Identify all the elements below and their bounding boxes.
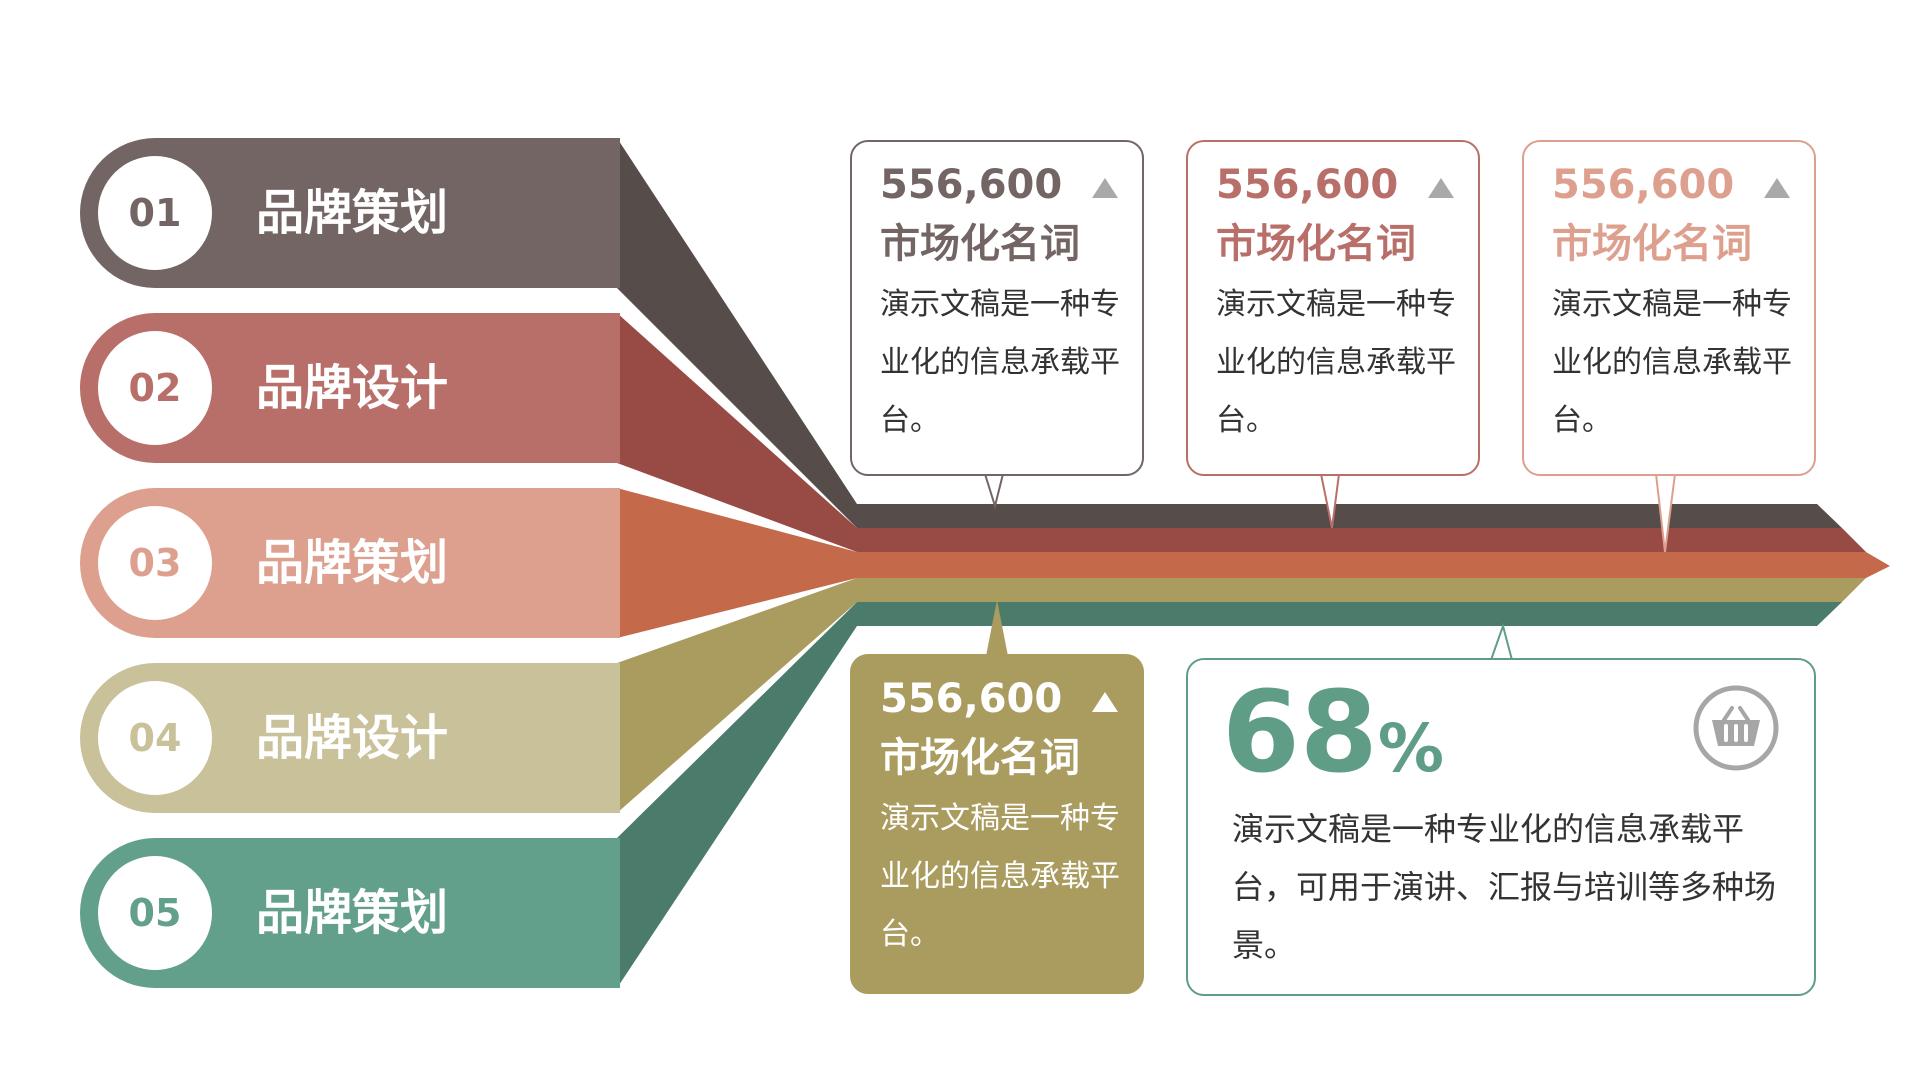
stat-card: 68% 演示文稿是一种专业化的信息承载平台，可用于演讲、汇报与培训等多种场景。 — [1186, 658, 1816, 996]
metric-value: 556,600 — [1216, 162, 1399, 208]
step-01: 01 品牌策划 — [80, 138, 620, 288]
callout-tail-3 — [1654, 473, 1677, 553]
metric-description: 演示文稿是一种专业化的信息承载平台。 — [880, 801, 1120, 952]
metric-card-2: 556,600 市场化名词 演示文稿是一种专业化的信息承载平台。 — [1186, 140, 1480, 476]
stat-description: 演示文稿是一种专业化的信息承载平台，可用于演讲、汇报与培训等多种场景。 — [1232, 810, 1777, 964]
ribbon-02 — [617, 313, 1866, 552]
metric-card-4: 556,600 市场化名词 演示文稿是一种专业化的信息承载平台。 — [850, 654, 1144, 994]
metric-term: 市场化名词 — [880, 735, 1080, 781]
metric-description: 演示文稿是一种专业化的信息承载平台。 — [1216, 287, 1456, 438]
step-05: 05 品牌策划 — [80, 838, 620, 988]
metric-term: 市场化名词 — [880, 221, 1080, 267]
metric-description: 演示文稿是一种专业化的信息承载平台。 — [880, 287, 1120, 438]
stat-number: 68 — [1222, 668, 1378, 798]
metric-description: 演示文稿是一种专业化的信息承载平台。 — [1552, 287, 1792, 438]
step-number: 02 — [98, 331, 212, 445]
step-title: 品牌设计 — [256, 710, 449, 766]
step-title: 品牌设计 — [256, 360, 449, 416]
step-number: 03 — [98, 506, 212, 620]
step-number: 04 — [98, 681, 212, 795]
step-number: 05 — [98, 856, 212, 970]
step-number: 01 — [98, 156, 212, 270]
metric-term: 市场化名词 — [1552, 221, 1752, 267]
triangle-up-icon — [1428, 178, 1454, 198]
metric-value: 556,600 — [1552, 162, 1735, 208]
triangle-up-icon — [1092, 692, 1118, 712]
step-04: 04 品牌设计 — [80, 663, 620, 813]
stat-percentage: 68% — [1222, 668, 1444, 798]
callout-tail-5 — [1489, 622, 1514, 661]
callout-tail-4 — [986, 600, 1008, 656]
step-02: 02 品牌设计 — [80, 313, 620, 463]
shopping-basket-icon — [1693, 685, 1779, 771]
step-title: 品牌策划 — [256, 185, 449, 241]
metric-term: 市场化名词 — [1216, 221, 1416, 267]
callout-tail-2 — [1319, 473, 1341, 529]
metric-card-1: 556,600 市场化名词 演示文稿是一种专业化的信息承载平台。 — [850, 140, 1144, 476]
triangle-up-icon — [1092, 178, 1118, 198]
metric-value: 556,600 — [880, 676, 1063, 722]
ribbon-04 — [617, 578, 1866, 813]
step-title: 品牌策划 — [256, 535, 449, 591]
step-03: 03 品牌策划 — [80, 488, 620, 638]
metric-card-3: 556,600 市场化名词 演示文稿是一种专业化的信息承载平台。 — [1522, 140, 1816, 476]
callout-tail-1 — [983, 473, 1005, 510]
ribbon-03 — [617, 488, 1890, 638]
triangle-up-icon — [1764, 178, 1790, 198]
stat-percent-symbol: % — [1377, 710, 1444, 787]
metric-value: 556,600 — [880, 162, 1063, 208]
step-title: 品牌策划 — [256, 885, 449, 941]
